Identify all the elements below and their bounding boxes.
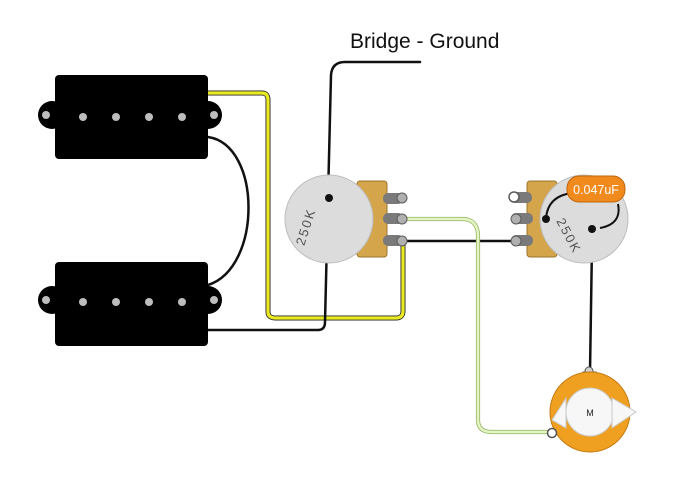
capacitor-value-label: 0.047uF (573, 183, 619, 197)
pole-piece-icon (112, 113, 120, 121)
right-potentiometer: 250K 0.047uF (508, 174, 629, 264)
pot-solder-dot (325, 194, 333, 202)
pole-piece-icon (112, 298, 120, 306)
pole-piece-icon (145, 113, 153, 121)
yellow-wire-core (206, 91, 405, 320)
green-wire-core (398, 217, 554, 434)
screw-icon (210, 296, 218, 304)
pole-piece-icon (79, 113, 87, 121)
pole-piece-icon (145, 298, 153, 306)
screw-icon (42, 111, 50, 119)
pole-piece-icon (178, 113, 186, 121)
pot-lug-icon (510, 235, 533, 247)
screw-icon (210, 111, 218, 119)
wires (205, 60, 594, 435)
pot-lug-icon (383, 192, 408, 204)
top-pickup (38, 75, 222, 159)
output-jack: M (546, 366, 637, 453)
jack-tab-icon (551, 396, 567, 429)
capacitor: 0.047uF (566, 175, 626, 203)
pole-piece-icon (178, 298, 186, 306)
pole-piece-icon (79, 298, 87, 306)
screw-icon (42, 296, 50, 304)
jack-label: M (586, 408, 594, 418)
pot-solder-dot (588, 225, 596, 233)
left-potentiometer: 250K (284, 174, 408, 264)
pickup-link-wire (206, 135, 250, 287)
pot-lug-icon (510, 213, 533, 225)
bridge-ground-label: Bridge - Ground (350, 30, 499, 53)
pot-lug-icon (508, 191, 532, 203)
pot-lug-icon (383, 213, 408, 225)
pot-solder-dot (542, 215, 550, 223)
pot-lug-icon (383, 235, 408, 247)
bottom-pickup (38, 262, 222, 346)
jack-tab-icon (611, 397, 637, 429)
